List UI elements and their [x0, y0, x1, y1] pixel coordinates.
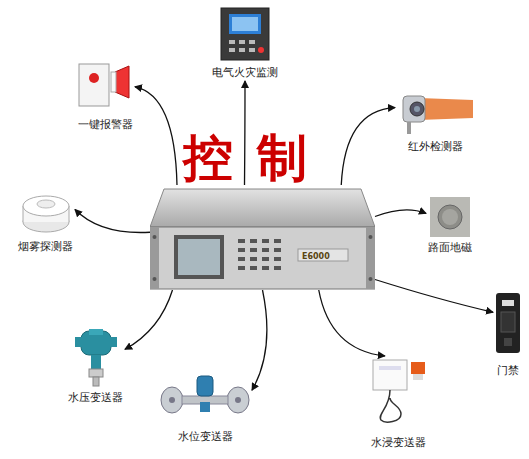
model-tag: E6000	[302, 252, 330, 261]
device-label: 电气火灾监测	[212, 66, 278, 79]
device-label: 水浸变送器	[371, 436, 426, 449]
controller-illustration	[150, 185, 375, 290]
device-label: 一键报警器	[78, 118, 133, 131]
device-node: 门禁	[493, 290, 523, 379]
device-illustration	[430, 197, 470, 237]
arrow-connector	[375, 280, 493, 313]
device-label: 烟雾探测器	[18, 240, 73, 253]
device-node: 水位变送器	[158, 372, 252, 445]
device-node: 水浸变送器	[365, 356, 431, 451]
device-illustration	[21, 192, 71, 236]
device-label: 水位变送器	[178, 430, 233, 443]
device-label: 红外检测器	[408, 140, 463, 153]
heading-text: 控制	[183, 133, 331, 183]
arrow-connector	[125, 290, 173, 349]
device-illustration	[397, 84, 473, 134]
device-node: 水压变送器	[66, 325, 125, 406]
arrow-connector	[252, 290, 267, 390]
arrow-connector	[135, 87, 177, 185]
device-label: 路面地磁	[428, 241, 472, 254]
device-label: 门禁	[497, 364, 519, 377]
device-node: 一键报警器	[75, 56, 135, 133]
device-illustration	[71, 327, 121, 387]
device-illustration	[367, 358, 429, 424]
device-node: 烟雾探测器	[16, 190, 75, 255]
device-node: 路面地磁	[426, 195, 474, 256]
device-illustration	[77, 58, 133, 110]
device-illustration	[160, 374, 250, 416]
device-illustration	[495, 292, 521, 354]
arrow-connector	[375, 210, 426, 217]
arrow-connector	[341, 108, 395, 185]
device-node: 电气火灾监测	[210, 4, 280, 81]
arrow-connector	[319, 290, 385, 356]
controller-unit: 控制	[150, 185, 375, 290]
device-label: 水压变送器	[68, 391, 123, 404]
device-node: 红外检测器	[395, 82, 475, 155]
device-illustration	[217, 6, 273, 62]
arrow-connector	[75, 210, 150, 233]
